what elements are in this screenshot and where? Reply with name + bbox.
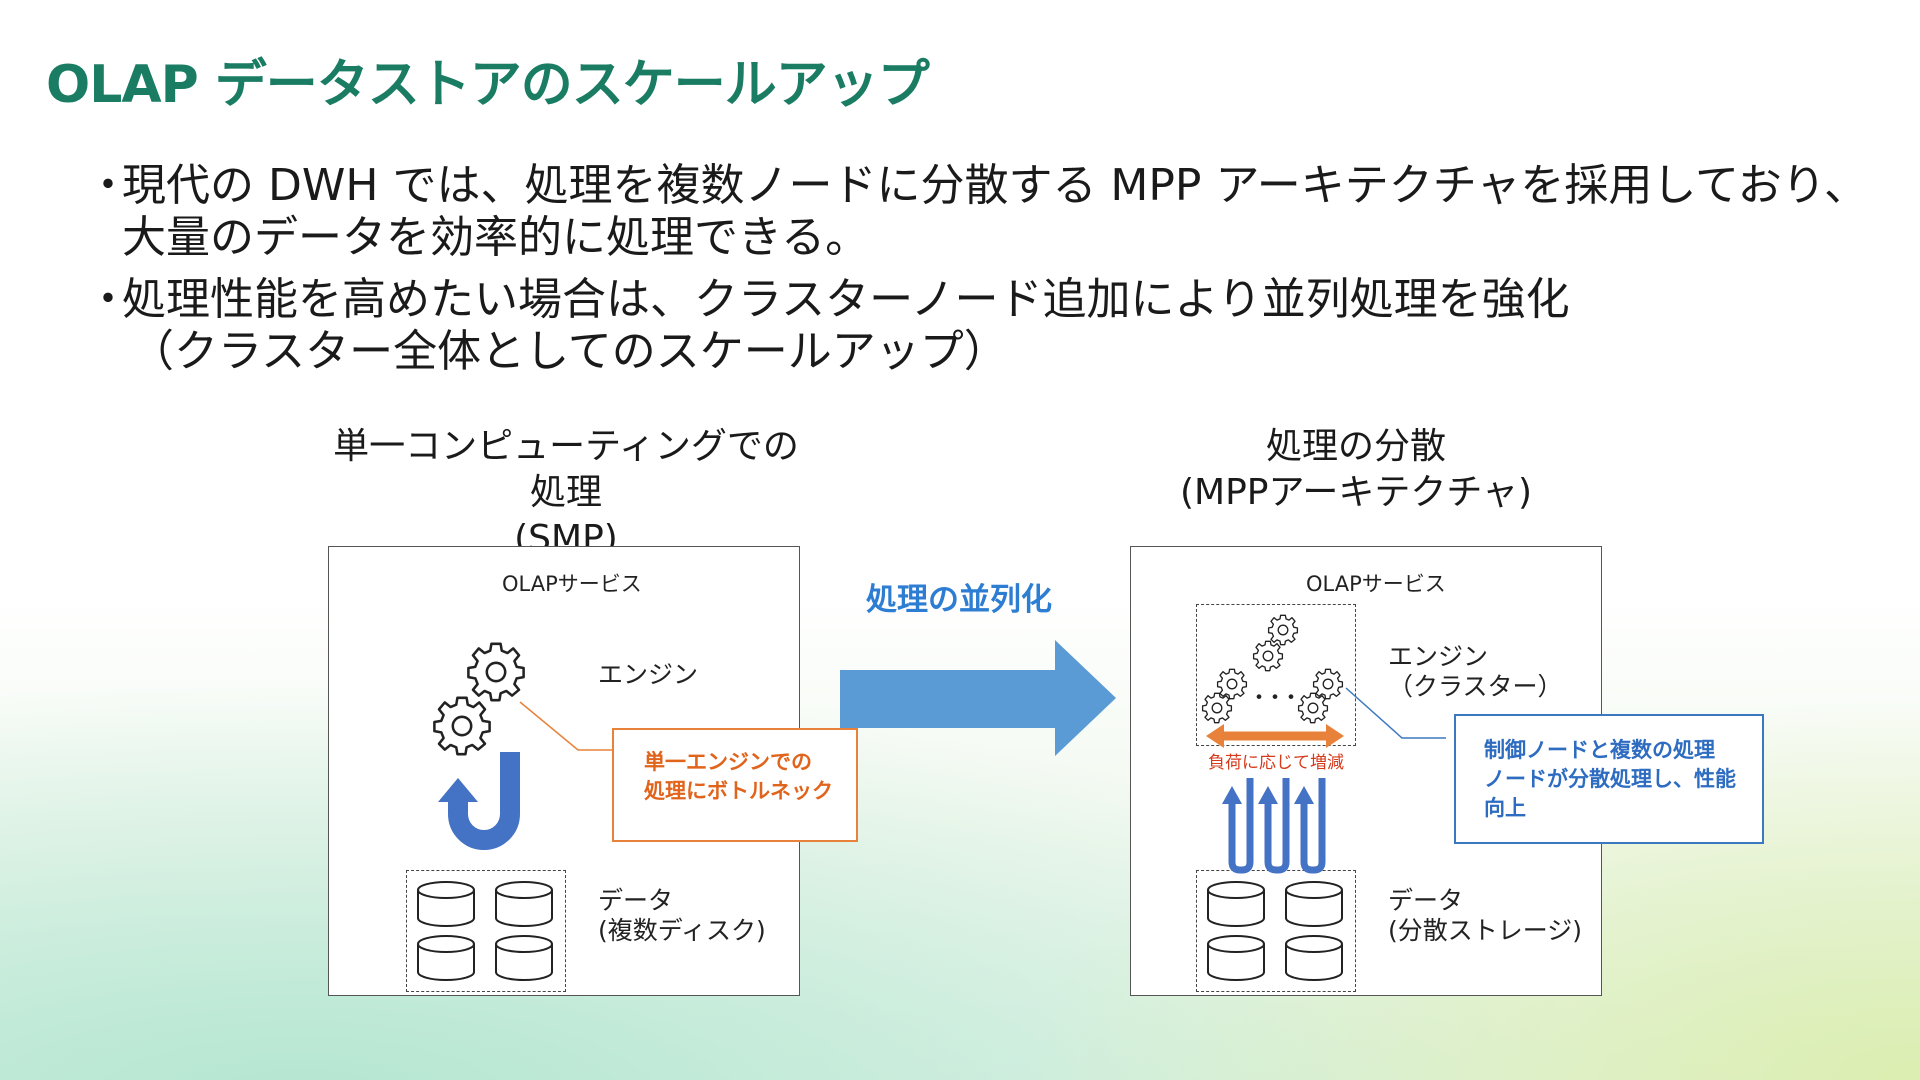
- right-service-label: OLAPサービス: [1306, 572, 1446, 596]
- right-callout-connector: [1345, 687, 1446, 739]
- gear-icon: [1267, 614, 1299, 646]
- distributed-callout: 制御ノードと複数の処理 ノードが分散処理し、性能 向上: [1454, 714, 1764, 844]
- left-data-label-line-1: データ: [598, 886, 674, 915]
- gear-icon: [467, 642, 525, 702]
- distributed-callout-line-3: 向上: [1484, 796, 1526, 820]
- database-icon: [495, 935, 553, 981]
- bottleneck-callout-line-2: 処理にボトルネック: [644, 779, 833, 803]
- right-engine-label: エンジン （クラスター）: [1388, 642, 1563, 702]
- right-engine-label-line-1: エンジン: [1388, 642, 1489, 671]
- left-storage-group: [406, 870, 566, 992]
- multi-u-arrow-icon: [1228, 778, 1326, 874]
- right-heading-line-1: 処理の分散: [1265, 426, 1446, 467]
- database-icon: [1207, 881, 1265, 927]
- left-data-label: データ (複数ディスク): [598, 886, 766, 946]
- database-icon: [1285, 935, 1343, 981]
- engine-cluster-group: [1196, 604, 1356, 746]
- bullet-2-line-1: 処理性能を高めたい場合は、クラスターノード追加により並列処理を強化: [122, 274, 1570, 325]
- left-data-label-line-2: (複数ディスク): [598, 916, 766, 945]
- database-icon: [495, 881, 553, 927]
- u-turn-arrow-icon: [438, 752, 520, 850]
- distributed-callout-line-1: 制御ノードと複数の処理: [1484, 738, 1715, 762]
- right-data-label-line-2: (分散ストレージ): [1388, 916, 1583, 945]
- left-callout-connector: [519, 701, 612, 751]
- database-icon: [417, 881, 475, 927]
- left-engine-label: エンジン: [598, 660, 699, 689]
- double-arrow-icon: [1206, 724, 1344, 748]
- gear-icon: [1252, 640, 1284, 672]
- parallelization-arrow: [840, 640, 1116, 756]
- page-title: OLAP データストアのスケールアップ: [46, 55, 930, 115]
- database-icon: [1285, 881, 1343, 927]
- right-heading-line-2: (MPPアーキテクチャ): [1179, 472, 1533, 513]
- left-service-label: OLAPサービス: [502, 572, 642, 596]
- bottleneck-callout: 単一エンジンでの 処理にボトルネック: [612, 728, 858, 842]
- gear-icon: [1297, 692, 1329, 724]
- bullet-1-line-2: 大量のデータを効率的に処理できる。: [122, 212, 870, 263]
- database-icon: [1207, 935, 1265, 981]
- gear-icon: [433, 696, 491, 756]
- gear-icon: [1312, 668, 1344, 700]
- right-data-label: データ (分散ストレージ): [1388, 886, 1582, 946]
- gear-icon: [1216, 668, 1248, 700]
- left-heading-line-1: 単一コンピューティングでの処理: [333, 426, 799, 513]
- cluster-ellipsis: ・・・: [1248, 686, 1302, 711]
- bottleneck-callout-line-1: 単一エンジンでの: [644, 750, 812, 774]
- load-scaling-label: 負荷に応じて増減: [1208, 753, 1344, 773]
- right-data-label-line-1: データ: [1388, 886, 1464, 915]
- parallelization-label: 処理の並列化: [866, 582, 1052, 618]
- bullet-1-line-1: 現代の DWH では、処理を複数ノードに分散する MPP アーキテクチャを採用し…: [122, 160, 1868, 211]
- gear-icon: [1201, 692, 1233, 724]
- right-engine-label-line-2: （クラスター）: [1388, 672, 1563, 701]
- bullet-2-line-2: （クラスター全体としてのスケールアップ）: [130, 326, 1008, 377]
- database-icon: [417, 935, 475, 981]
- right-heading: 処理の分散 (MPPアーキテクチャ): [1106, 424, 1606, 516]
- distributed-callout-line-2: ノードが分散処理し、性能: [1484, 767, 1736, 791]
